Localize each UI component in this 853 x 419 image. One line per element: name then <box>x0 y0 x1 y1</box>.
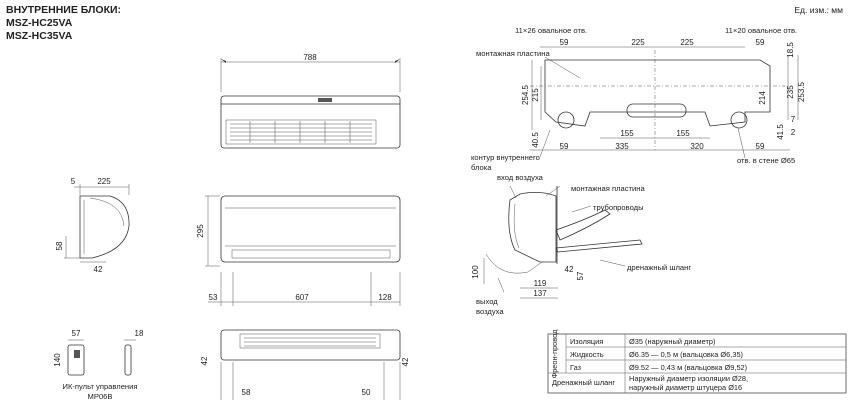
spec-row-2-value: Ø6.35 — 0,5 м (вальцовка Ø6,35) <box>629 350 743 359</box>
units-note: Ед. изм.: мм <box>794 5 843 15</box>
top-dim-4: 59 <box>756 38 765 47</box>
air-in-label: вход воздуха <box>497 173 544 182</box>
installation-view: вход воздуха монтажная пластина трубопро… <box>471 173 691 316</box>
left-v-3: 40.5 <box>531 132 540 148</box>
bottom-dim-42: 42 <box>200 356 209 365</box>
bottom-plate-dim-4: 59 <box>756 142 765 151</box>
plate-label: монтажная пластина <box>476 49 550 58</box>
spec-row-3-name: Газ <box>570 363 582 372</box>
mid-dim-1: 155 <box>620 129 634 138</box>
remote-caption-1: ИК-пульт управления <box>63 382 138 391</box>
side-dim-42: 42 <box>94 265 103 274</box>
rear-view: 295 53 607 128 <box>196 195 401 306</box>
right-v-3: 235 <box>786 85 795 99</box>
bottom-plate-dim-1: 59 <box>560 142 569 151</box>
spec-row-1-name: Изоляция <box>570 337 603 346</box>
right-v-1: 18.5 <box>786 42 795 58</box>
top-dim-3: 225 <box>680 38 694 47</box>
side-view: 5 225 58 42 <box>55 177 130 274</box>
right-v-2: 214 <box>758 91 767 105</box>
left-v-2: 215 <box>531 88 540 102</box>
right-v-7: 2 <box>791 128 796 137</box>
remote-dim-18: 18 <box>135 329 144 338</box>
rear-dim-53: 53 <box>209 293 218 302</box>
right-v-5: 41.5 <box>776 124 785 140</box>
side-dim-58: 58 <box>55 241 64 250</box>
spec-row-3-value: Ø9.52 — 0,43 м (вальцовка Ø9,52) <box>629 363 747 372</box>
rear-dim-128: 128 <box>378 293 392 302</box>
top-dim-2: 225 <box>631 38 645 47</box>
side-dim-225: 225 <box>97 177 111 186</box>
bottom-plate-dim-3: 320 <box>690 142 704 151</box>
spec-row-2-name: Жидкость <box>570 350 604 359</box>
install-dim-119: 119 <box>534 279 547 288</box>
right-v-4: 253.5 <box>797 81 806 102</box>
remote-dim-140: 140 <box>53 353 62 367</box>
install-dim-137: 137 <box>533 289 547 298</box>
title-model-2: MSZ-HC35VA <box>6 30 73 42</box>
side-dim-5: 5 <box>71 177 76 186</box>
spec-table: Фреон-провод Изоляция Ø35 (наружный диам… <box>547 329 847 394</box>
spec-drain-value-2: наружный диаметр штуцера Ø16 <box>629 383 742 392</box>
top-dim-1: 59 <box>560 38 569 47</box>
front-view: 788 <box>220 53 401 149</box>
left-v-1: 254.5 <box>521 84 530 105</box>
bottom-dim-58: 58 <box>242 388 251 397</box>
bottom-plate-dim-2: 335 <box>615 142 629 151</box>
title-model-1: MSZ-HC25VA <box>6 17 73 29</box>
hole-right-label: 11×20 овальное отв. <box>725 26 797 35</box>
right-v-6: 7 <box>791 115 796 124</box>
install-dim-57: 57 <box>576 271 585 280</box>
front-width-dim: 788 <box>303 53 317 62</box>
spec-row-1-value: Ø35 (наружный диаметр) <box>629 337 715 346</box>
hole-left-label: 11×26 овальное отв. <box>515 26 587 35</box>
remote-dim-57: 57 <box>72 329 81 338</box>
outline-label-1: контур внутреннего <box>471 153 540 162</box>
drain-label: дренажный шланг <box>627 263 691 272</box>
install-dim-100: 100 <box>471 265 480 279</box>
mid-dim-2: 155 <box>676 129 690 138</box>
bottom-view: 42 58 50 42 <box>200 329 410 400</box>
rear-dim-607: 607 <box>295 293 309 302</box>
wall-hole-label: отв. в стене Ø65 <box>737 156 795 165</box>
install-dim-42: 42 <box>565 265 574 274</box>
pipes-label: трубопроводы <box>593 203 644 212</box>
title-line-1: ВНУТРЕННИЕ БЛОКИ: <box>6 4 122 16</box>
outline-label-2: блока <box>471 163 492 172</box>
remote-caption-2: MP06B <box>88 392 113 401</box>
air-out-label-2: воздуха <box>476 307 504 316</box>
rear-dim-295: 295 <box>196 224 205 238</box>
bottom-dim-50: 50 <box>362 388 371 397</box>
mounting-plate-view: 11×26 овальное отв. 11×20 овальное отв. … <box>471 26 806 172</box>
air-out-label-1: выход <box>476 297 498 306</box>
bottom-dim-42-right: 42 <box>401 357 410 366</box>
spec-drain-name: Дренажный шланг <box>552 378 615 387</box>
page-title: ВНУТРЕННИЕ БЛОКИ: MSZ-HC25VA MSZ-HC35VA <box>6 4 121 43</box>
install-plate-label: монтажная пластина <box>571 184 645 193</box>
remote-control: 57 140 18 ИК-пульт управления MP06B <box>53 329 144 401</box>
spec-group-label: Фреон-провод <box>550 329 559 379</box>
spec-drain-value-1: Наружный диаметр изоляции Ø28, <box>629 374 748 383</box>
